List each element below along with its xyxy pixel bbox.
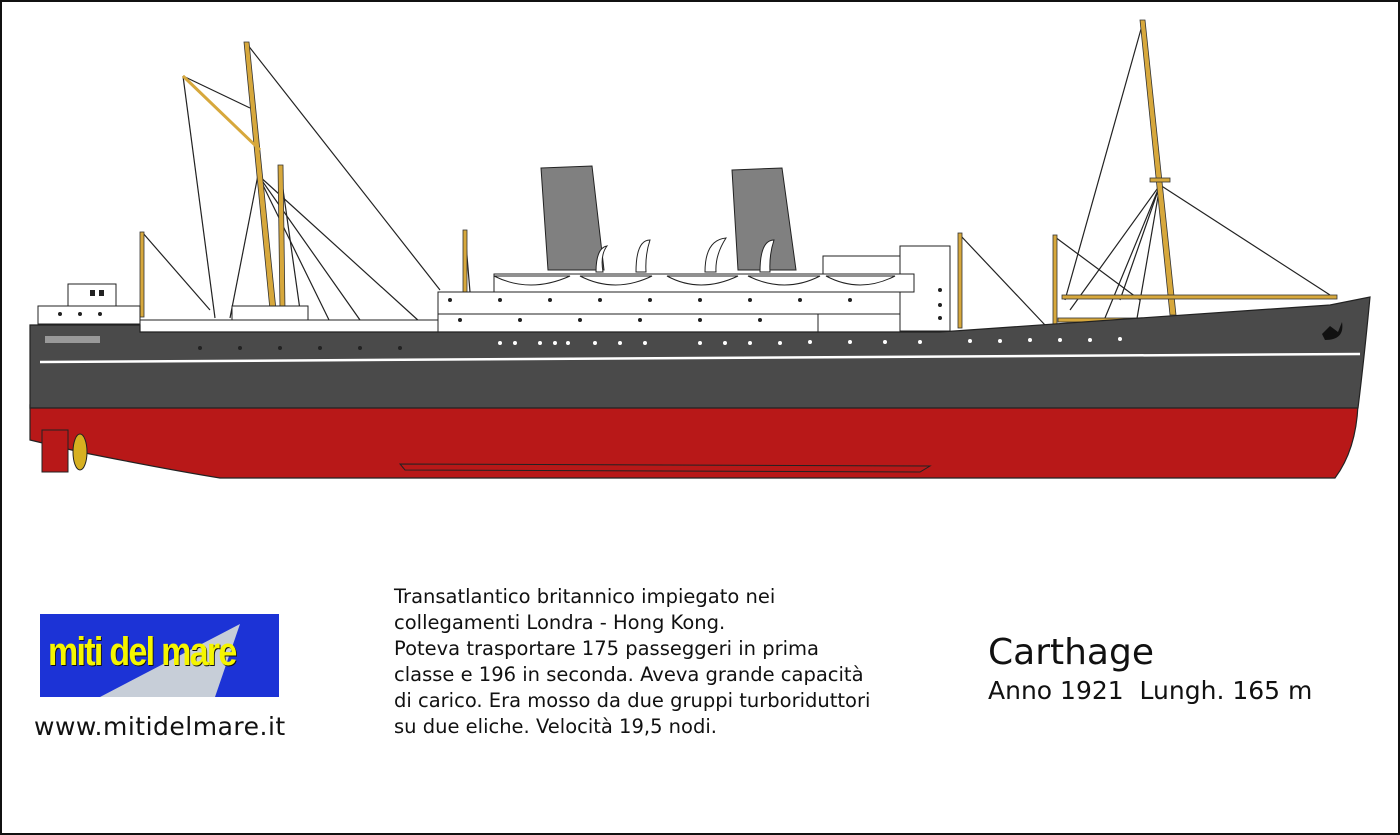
hull-stripe [39, 352, 1361, 364]
hull-grey [29, 296, 1371, 409]
description-line: Transatlantico britannico impiegato nei [394, 585, 776, 608]
superstructure-windows [45, 288, 942, 350]
logo-text: miti del mare [48, 630, 237, 674]
description-line: Poteva trasportare 175 passeggeri in pri… [394, 637, 819, 660]
ship-info: Anno 1921 Lungh. 165 m [988, 676, 1313, 705]
description-line: su due eliche. Velocità 19,5 nodi. [394, 715, 717, 738]
website-url: www.mitidelmare.it [34, 712, 286, 741]
ship-illustration [29, 19, 1371, 479]
description: Transatlantico britannico impiegato nei … [394, 584, 954, 740]
funnels [540, 165, 797, 271]
portholes [498, 337, 1122, 345]
hull-red [29, 404, 1359, 479]
lifeboats [493, 237, 896, 286]
description-line: collegamenti Londra - Hong Kong. [394, 611, 726, 634]
anchor [1322, 322, 1343, 340]
logo-sail-graphic [100, 624, 240, 697]
description-line: di carico. Era mosso da due gruppi turbo… [394, 689, 871, 712]
ship-name: Carthage [988, 632, 1154, 673]
rigging [141, 21, 1331, 331]
logo: miti del mare [40, 614, 279, 697]
description-line: classe e 196 in seconda. Aveva grande ca… [394, 663, 864, 686]
bilge-keel [398, 463, 932, 473]
rudder [41, 429, 69, 473]
propeller [72, 433, 88, 471]
